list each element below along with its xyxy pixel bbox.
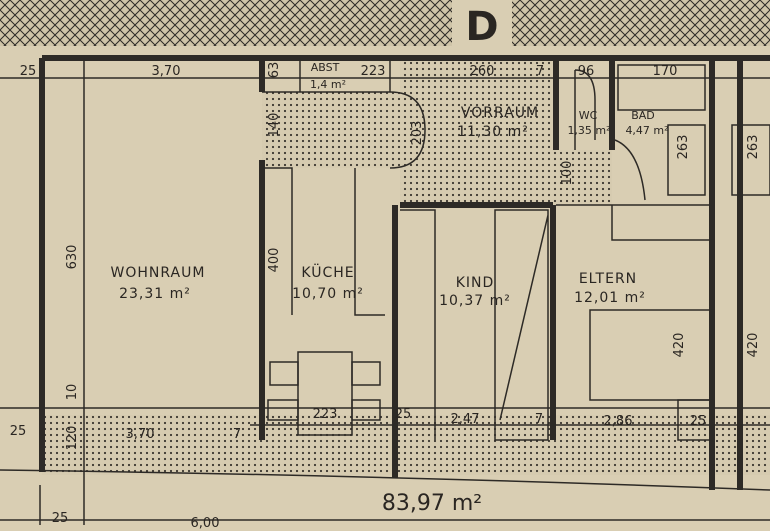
room-wohnraum: WOHNRAUM 23,31 m²: [111, 265, 206, 302]
room-area: 12,01 m²: [574, 290, 646, 306]
dimension-label: 25: [395, 407, 412, 422]
dimension-label: 223: [313, 407, 338, 422]
room-name: WOHNRAUM: [111, 265, 206, 281]
room-name: KIND: [456, 275, 495, 291]
dimension-label: 25: [10, 424, 27, 439]
room-area: 10,37 m²: [439, 293, 511, 309]
dimension-label: 25: [52, 511, 69, 526]
dimension-label: 7: [535, 412, 543, 427]
dimension-label: 3,70: [152, 64, 181, 79]
room-name: BAD: [631, 109, 655, 122]
dimension-label: 63: [267, 62, 282, 79]
room-area: 1,35 m²: [567, 124, 610, 137]
room-name: WC: [579, 109, 598, 122]
room-name: KÜCHE: [301, 263, 354, 281]
section-marker-d: D: [465, 4, 498, 50]
total-area-label: 83,97 m²: [382, 491, 482, 516]
room-area: 11,30 m²: [457, 124, 529, 140]
dimension-label: 263: [746, 135, 761, 160]
dimension-label: 203: [410, 121, 425, 146]
room-eltern: ELTERN 12,01 m²: [574, 271, 646, 306]
section-marker-gap: [452, 0, 512, 46]
dimension-label: 263: [676, 135, 691, 160]
dimension-label: 7: [233, 427, 241, 442]
room-name: VORRAUM: [461, 105, 539, 121]
dimension-label: 7: [536, 64, 544, 79]
dimension-label: 25: [20, 64, 37, 79]
dimension-label: 2,47: [451, 412, 480, 427]
dimension-label: 100: [560, 161, 575, 186]
dimension-label: 630: [65, 245, 80, 270]
dimension-label: 420: [746, 333, 761, 358]
dimension-label: 6,00: [191, 516, 220, 531]
dimension-label: 170: [653, 64, 678, 79]
dimension-label: 223: [361, 64, 386, 79]
dimension-label: 420: [672, 333, 687, 358]
plan-lines: [0, 58, 770, 525]
dimension-labels: 25 3,70 63 223 260 7 96 170 140 203 263 …: [10, 62, 761, 531]
room-wc: WC 1,35 m²: [567, 109, 610, 137]
room-area: 10,70 m²: [292, 286, 364, 302]
room-kind: KIND 10,37 m²: [439, 275, 511, 309]
dimension-label: 400: [267, 248, 282, 273]
dimension-label: 3,70: [126, 427, 155, 442]
dimension-label: 10: [65, 384, 80, 401]
dimension-label: 260: [470, 64, 495, 79]
dimension-label: 120: [65, 426, 80, 451]
room-area: 1,4 m²: [310, 78, 346, 91]
room-vorraum: VORRAUM 11,30 m²: [457, 105, 539, 140]
dimension-label: 96: [578, 64, 595, 79]
dimension-label: 2,86: [604, 414, 633, 429]
exterior-hatch-band: [0, 0, 770, 46]
room-name: ABST: [311, 61, 340, 74]
room-name: ELTERN: [579, 271, 637, 287]
dimension-label: 25: [690, 414, 707, 429]
room-kueche: KÜCHE 10,70 m²: [292, 263, 364, 302]
room-area: 4,47 m²: [625, 124, 668, 137]
room-area: 23,31 m²: [119, 286, 191, 302]
room-bad: BAD 4,47 m²: [625, 109, 668, 137]
room-abst: ABST 1,4 m²: [310, 61, 346, 91]
dimension-label: 140: [267, 113, 282, 138]
